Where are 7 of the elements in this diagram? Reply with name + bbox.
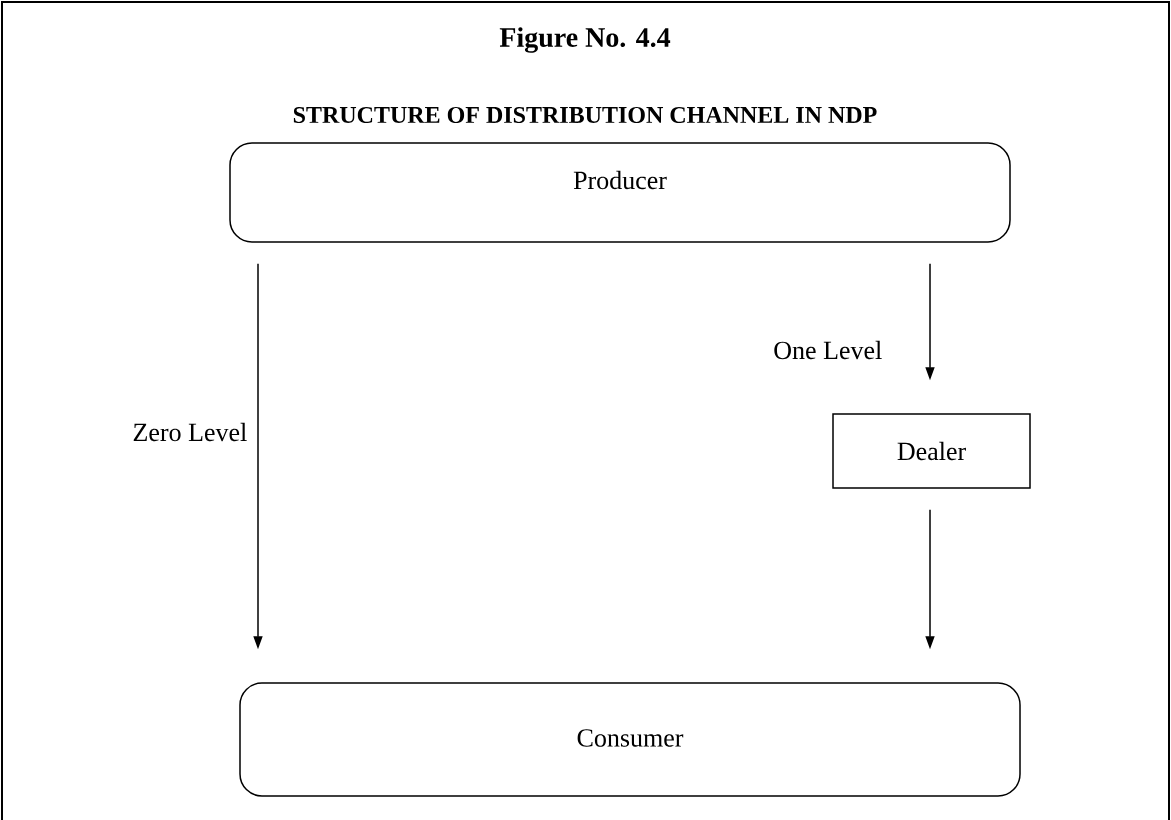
process-box: Dealer [832, 413, 1031, 489]
figure-title: Figure No. 4.4 [499, 27, 671, 53]
rounded-box: Consumer [239, 682, 1021, 797]
edge-label: Zero Level [133, 422, 247, 442]
rounded-box: Producer [229, 142, 1011, 243]
figure-caption: STRUCTURE OF DISTRIBUTION CHANNEL IN NDP [293, 106, 877, 124]
edge-label: One Level [774, 340, 882, 360]
